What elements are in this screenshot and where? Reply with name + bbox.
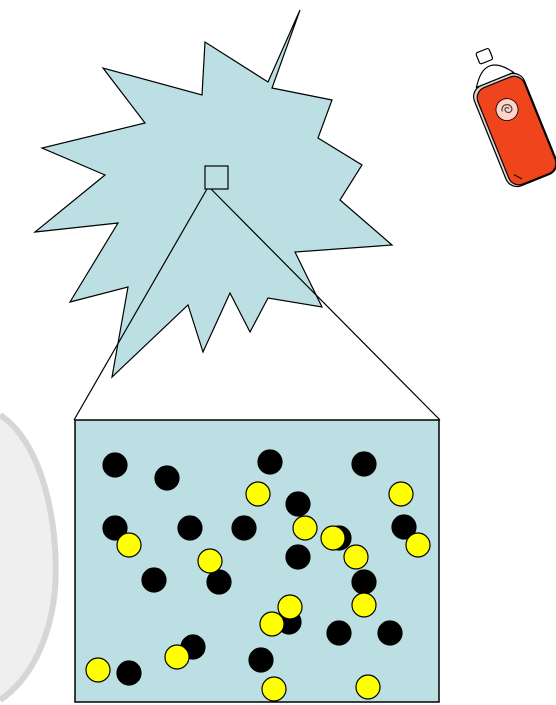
- side-arc: [0, 412, 59, 703]
- yellow-particle: [259, 611, 285, 637]
- black-particle: [102, 452, 128, 478]
- black-particle: [154, 465, 180, 491]
- yellow-particle: [388, 481, 414, 507]
- zoom-line-right: [210, 188, 441, 421]
- yellow-particle: [343, 544, 369, 570]
- black-particle: [326, 620, 352, 646]
- particle-group: [85, 449, 431, 702]
- black-particle: [141, 567, 167, 593]
- yellow-particle: [85, 657, 111, 683]
- black-particle: [377, 620, 403, 646]
- yellow-particle: [355, 674, 381, 700]
- black-particle: [102, 515, 128, 541]
- yellow-particle: [320, 525, 346, 551]
- black-particle: [351, 569, 377, 595]
- black-particle: [285, 491, 311, 517]
- magnify-square: [204, 165, 229, 190]
- yellow-particle: [261, 676, 287, 702]
- black-particle: [391, 514, 417, 540]
- black-particle: [177, 515, 203, 541]
- yellow-particle: [164, 644, 190, 670]
- black-particle: [206, 569, 232, 595]
- spray-can-icon: [473, 47, 556, 188]
- yellow-particle: [351, 592, 377, 618]
- yellow-particle: [405, 532, 431, 558]
- yellow-particle: [116, 532, 142, 558]
- black-particle: [257, 449, 283, 475]
- black-particle: [231, 515, 257, 541]
- black-particle: [285, 544, 311, 570]
- spray-cloud-shape: [33, 9, 394, 379]
- yellow-particle: [245, 481, 271, 507]
- black-particle: [248, 647, 274, 673]
- black-particle: [116, 660, 142, 686]
- yellow-particle: [277, 594, 303, 620]
- yellow-particle: [292, 515, 318, 541]
- zoom-line-left: [73, 188, 208, 421]
- yellow-particle: [197, 548, 223, 574]
- black-particle: [351, 451, 377, 477]
